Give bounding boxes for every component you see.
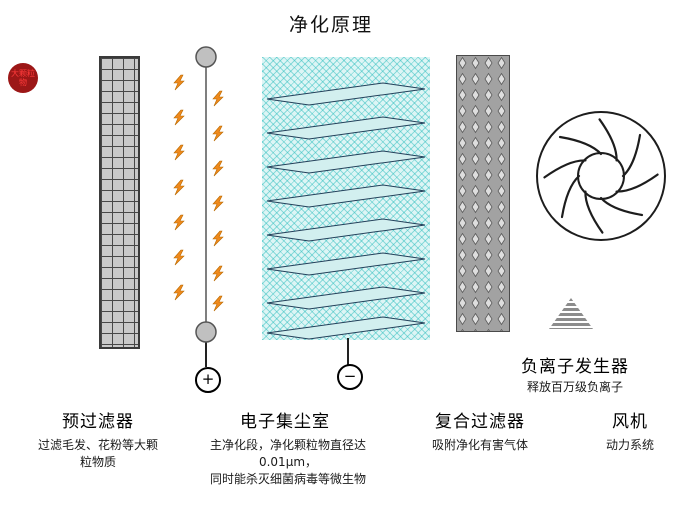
lightning-icon <box>173 179 185 196</box>
collector-plate <box>266 252 426 276</box>
dust-chamber-desc: 主净化段，净化颗粒物直径达 0.01μm， 同时能杀灭细菌病毒等微生物 <box>200 437 376 488</box>
dust-chamber-label: 电子集尘室 <box>240 412 330 432</box>
desc-line: 过滤毛发、花粉等大颗 <box>37 438 158 452</box>
lightning-icon <box>173 74 185 91</box>
dust-chamber <box>262 57 430 340</box>
filter-media-pattern <box>457 56 509 331</box>
lightning-icon <box>212 125 224 142</box>
lightning-icon <box>173 249 185 266</box>
composite-filter-panel <box>456 55 510 332</box>
collector-plate <box>266 150 426 174</box>
large-particle-badge: 大颗粒物 <box>8 63 38 93</box>
collector-plate <box>266 82 426 106</box>
composite-filter-desc: 吸附净化有害气体 <box>420 437 540 454</box>
plus-terminal: + <box>195 367 221 393</box>
minus-terminal: − <box>337 364 363 390</box>
desc-line: 动力系统 <box>605 438 654 452</box>
lightning-icon <box>212 230 224 247</box>
desc-line: 释放百万级负离子 <box>526 380 623 394</box>
collector-plate <box>266 316 426 340</box>
fan-desc: 动力系统 <box>595 437 665 454</box>
desc-line: 0.01μm， <box>258 455 318 469</box>
fan-icon <box>536 111 666 241</box>
desc-line: 同时能杀灭细菌病毒等微生物 <box>209 472 366 486</box>
collector-plate <box>266 184 426 208</box>
large-particle-label: 大颗粒物 <box>11 69 35 87</box>
collector-plate <box>266 218 426 242</box>
ion-generator-desc: 释放百万级负离子 <box>495 379 655 396</box>
collector-plate <box>266 116 426 140</box>
lightning-icon <box>212 90 224 107</box>
desc-line: 吸附净化有害气体 <box>431 438 528 452</box>
lightning-icon <box>212 160 224 177</box>
minus-wire <box>347 338 349 366</box>
lightning-icon <box>173 144 185 161</box>
prefilter-desc: 过滤毛发、花粉等大颗 粒物质 <box>23 437 173 471</box>
electrode-bottom <box>195 321 217 343</box>
lightning-icon <box>173 109 185 126</box>
prefilter-mesh <box>99 56 140 349</box>
lightning-icon <box>212 195 224 212</box>
desc-line: 主净化段，净化颗粒物直径达 <box>209 438 366 452</box>
lightning-icon <box>173 214 185 231</box>
lightning-icon <box>212 265 224 282</box>
electrostatic-ionizer <box>173 46 224 367</box>
electrode-top <box>195 46 217 68</box>
desc-line: 粒物质 <box>79 455 116 469</box>
lightning-icons <box>173 74 224 312</box>
composite-filter-label: 复合过滤器 <box>435 412 525 432</box>
collector-plates <box>266 82 426 340</box>
diagram-title: 净化原理 <box>288 14 373 36</box>
fan-label: 风机 <box>612 412 648 432</box>
ion-generator-icon <box>549 298 593 329</box>
ion-generator-label: 负离子发生器 <box>521 357 629 377</box>
prefilter-label: 预过滤器 <box>62 412 134 432</box>
lightning-icon <box>212 295 224 312</box>
collector-plate <box>266 286 426 310</box>
lightning-icon <box>173 284 185 301</box>
